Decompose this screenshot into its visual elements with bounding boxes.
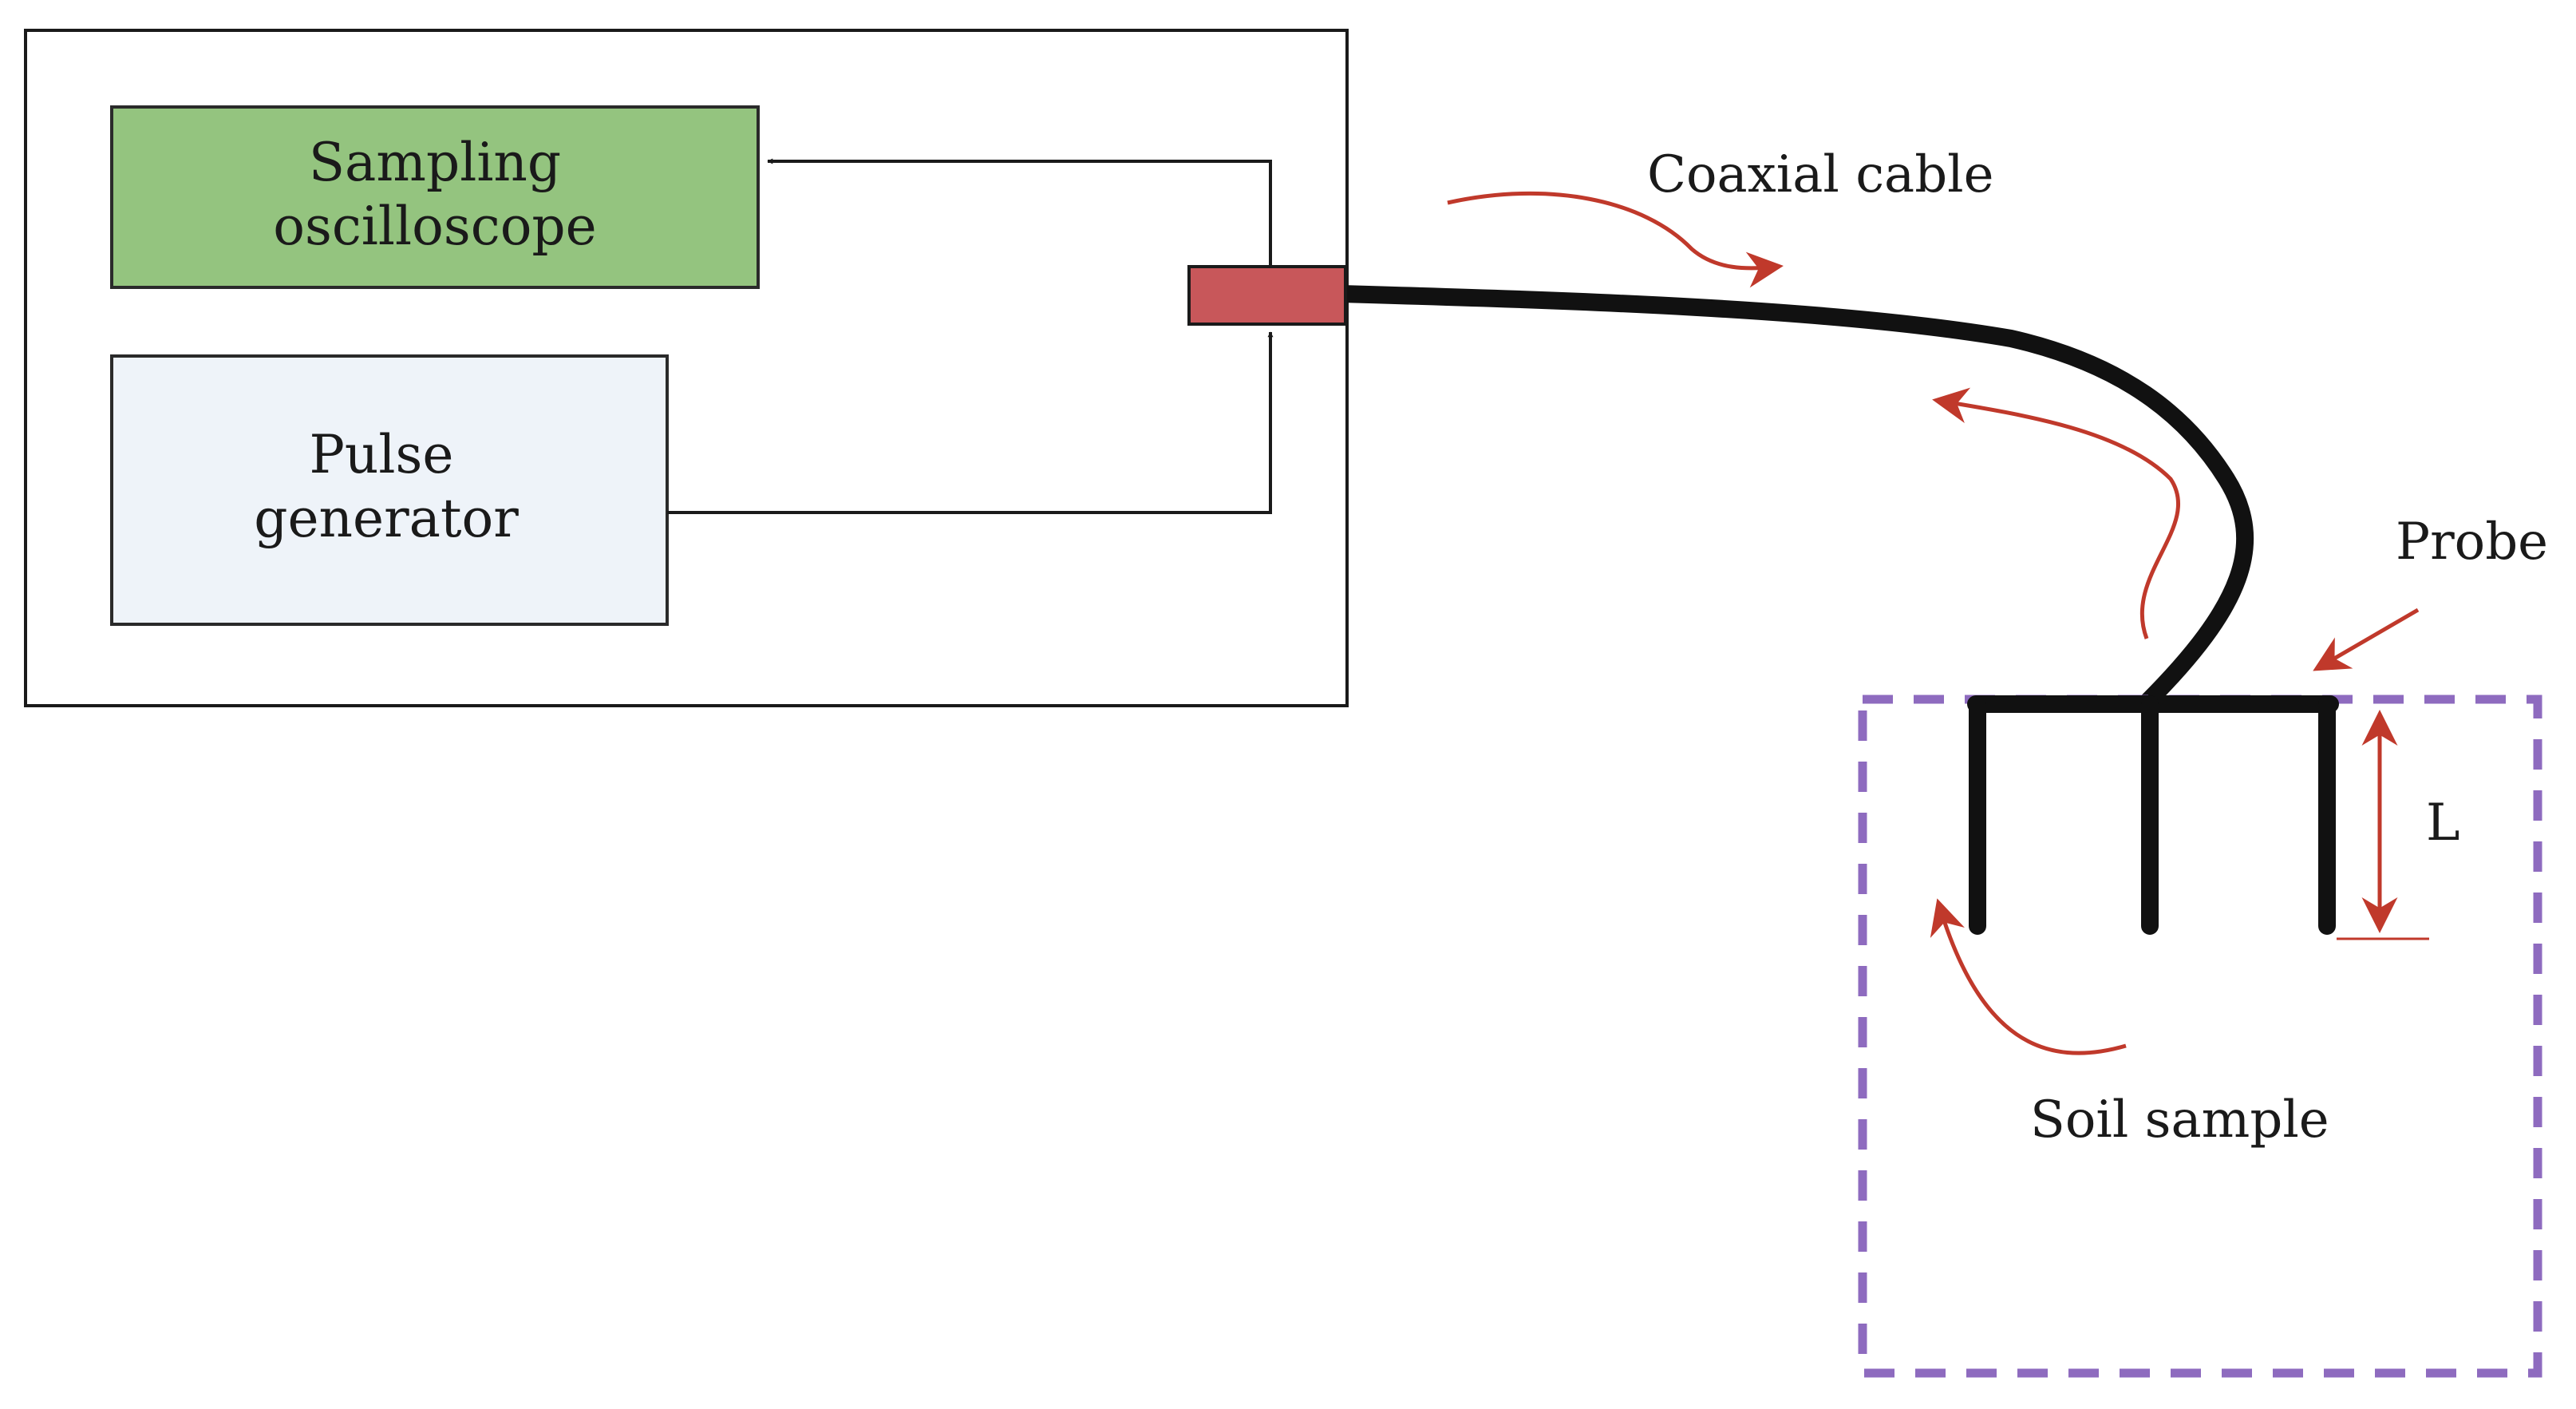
connector-to-oscilloscope-line xyxy=(767,158,1272,265)
probe-pointer-arrow xyxy=(2313,608,2420,671)
reflected-signal-arrow xyxy=(1932,387,2181,639)
coaxial-cable-label: Coaxial cable xyxy=(1647,145,1994,204)
oscilloscope-label-line1: Sampling xyxy=(309,132,561,193)
probe-label: Probe xyxy=(2396,513,2548,572)
probe xyxy=(1967,695,2339,935)
soil-sample-region xyxy=(1858,695,2542,1378)
sampling-oscilloscope-box xyxy=(110,105,760,289)
pulse-generator-label-line2: generator xyxy=(254,488,519,549)
cable-connector xyxy=(1187,265,1347,326)
coaxial-cable xyxy=(1332,285,2254,711)
soil-sample-label: Soil sample xyxy=(2030,1090,2329,1150)
pulse-to-connector-line xyxy=(667,331,1274,514)
forward-signal-arrow xyxy=(1447,191,1784,288)
pulse-generator-box xyxy=(110,354,669,626)
oscilloscope-label-line2: oscilloscope xyxy=(273,196,597,257)
soil-sample-pointer-arrow xyxy=(1930,898,2127,1055)
probe-length-label: L xyxy=(2426,794,2460,853)
pulse-generator-label-line1: Pulse xyxy=(310,424,454,485)
